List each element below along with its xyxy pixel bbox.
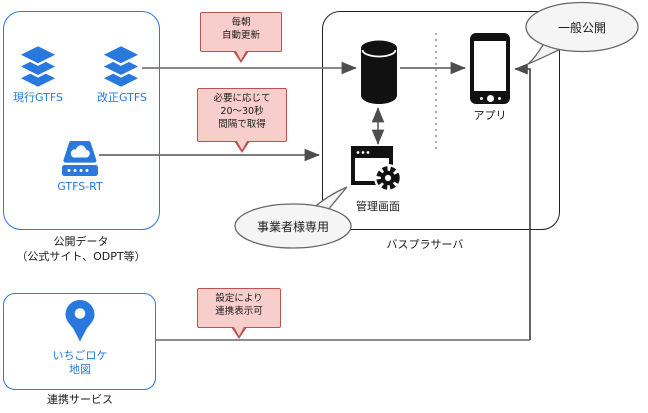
label-partner-name-line1: いちごロケ: [52, 349, 108, 362]
admin-screen-icon: [351, 146, 402, 192]
public-data-group-box: [3, 11, 160, 230]
label-app: アプリ: [473, 109, 507, 122]
smartphone-buttons: [470, 94, 510, 102]
callout-polling-interval: 必要に応じて 20〜30秒 間隔で取得: [197, 88, 287, 142]
label-partner-service-name: いちごロケ 地図: [18, 349, 142, 378]
speech-bubble-operator-label: 事業者様専用: [256, 220, 329, 234]
smartphone-icon: [470, 33, 510, 104]
callout-polling-line3: 間隔で取得: [218, 119, 266, 131]
label-revised-gtfs: 改正GTFS: [97, 91, 147, 104]
speech-bubble-public: [525, 1, 639, 65]
label-gtfs-rt: GTFS-RT: [57, 180, 103, 193]
smartphone-screen: [474, 41, 506, 91]
callout-linkage-line1: 設定により: [215, 293, 263, 304]
layers-icon-revised-gtfs: [98, 43, 144, 90]
callout-daily-line1: 毎朝: [231, 17, 251, 28]
callout-daily-line2: 自動更新: [221, 30, 260, 42]
callout-daily-auto-update: 毎朝 自動更新: [200, 12, 282, 52]
cloud-server-icon-gtfs-rt: [62, 140, 98, 176]
label-current-gtfs: 現行GTFS: [13, 91, 63, 104]
label-admin-screen: 管理画面: [356, 200, 400, 213]
arrow-partner-to-app: [514, 63, 531, 340]
layers-icon-current-gtfs: [15, 43, 61, 90]
label-partner-name-line2: 地図: [69, 363, 91, 377]
caption-public-data-line2: （公式サイト、ODPT等）: [16, 249, 146, 263]
callout-linkage-display: 設定により 連携表示可: [197, 288, 281, 328]
callout-linkage-line2: 連携表示可: [215, 306, 263, 318]
caption-public-data: 公開データ （公式サイト、ODPT等）: [2, 235, 160, 265]
map-pin-icon: [65, 300, 95, 342]
speech-bubble-public-label: 一般公開: [557, 21, 606, 35]
caption-bus-server: バスプラサーバ: [386, 238, 464, 251]
database-icon: [361, 40, 397, 104]
caption-partner-service: 連携サービス: [47, 393, 113, 406]
speech-bubble-operator: [234, 186, 352, 249]
callout-polling-line2: 20〜30秒: [220, 106, 264, 118]
callout-polling-line1: 必要に応じて: [213, 93, 271, 104]
caption-public-data-line1: 公開データ: [53, 235, 109, 248]
